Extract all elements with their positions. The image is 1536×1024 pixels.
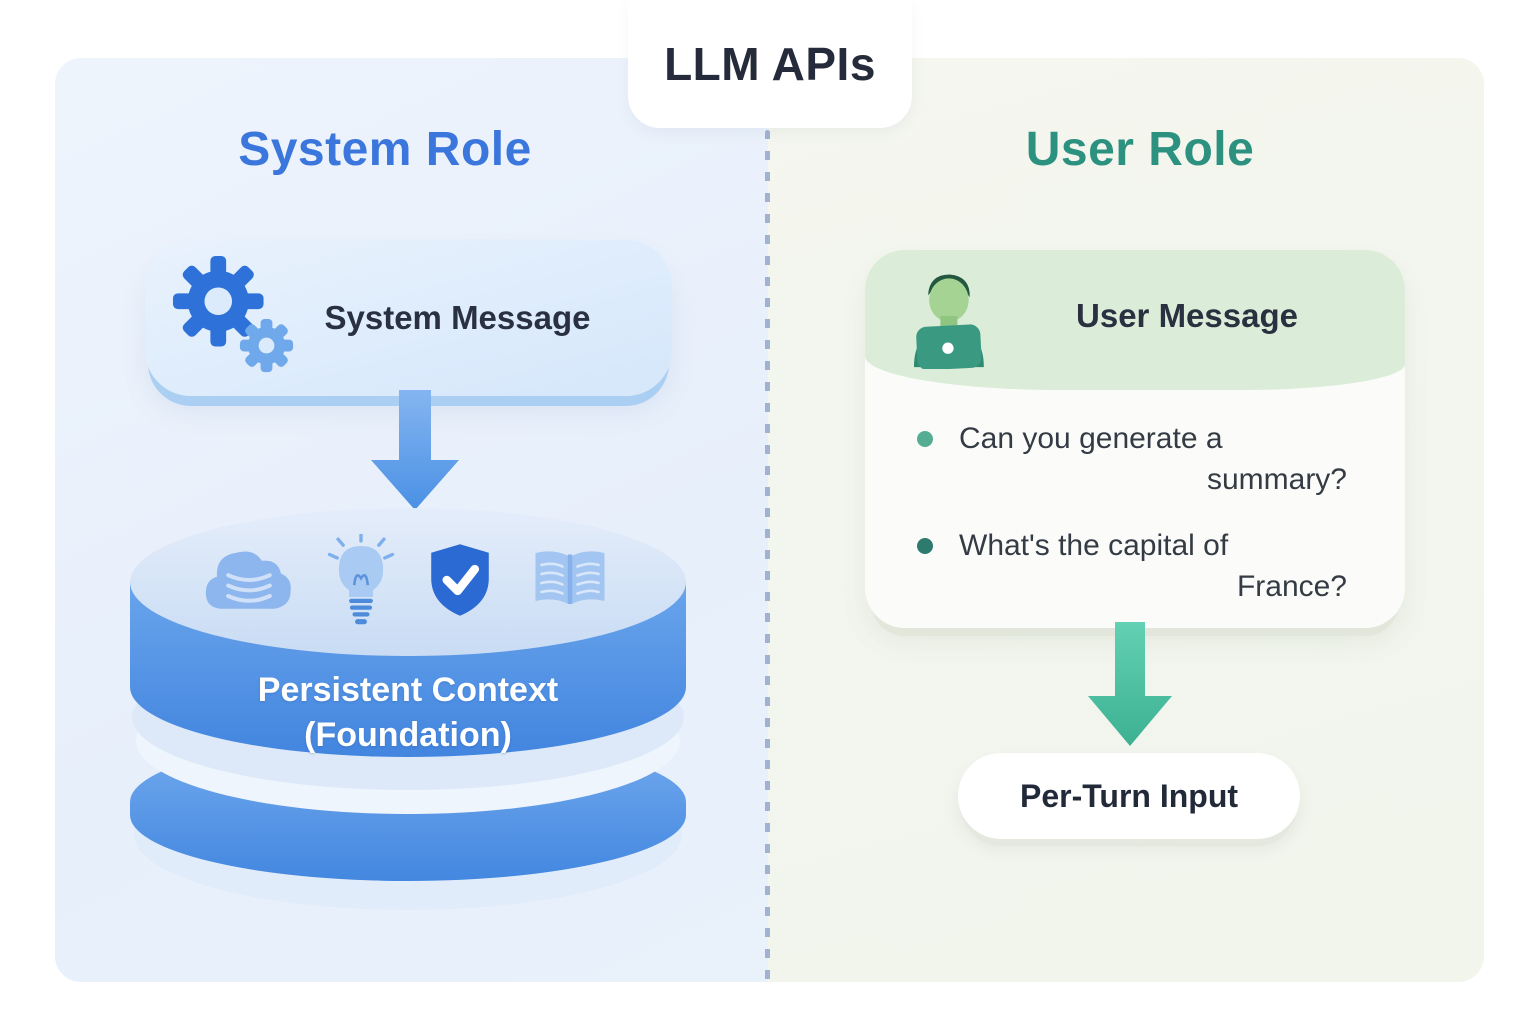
shield-check-icon (425, 540, 495, 625)
database-cloud-icon (201, 540, 297, 625)
user-message-label: User Message (1076, 297, 1298, 334)
cylinder-label-line1: Persistent Context (257, 671, 559, 709)
cylinder-icon-row (130, 530, 686, 634)
system-message-label: System Message (324, 299, 591, 336)
cylinder-label-line2: (Foundation) (304, 715, 512, 754)
bullet-dot (917, 431, 933, 447)
per-turn-input-pill: Per-Turn Input (958, 753, 1300, 839)
user-message-card: User Message Can you generate a summary?… (865, 250, 1405, 628)
diagram-title-box: LLM APIs (628, 0, 912, 128)
user-role-heading: User Role (1025, 123, 1255, 176)
bullet-dot (917, 537, 933, 554)
user-message-card-header: User Message (865, 250, 1405, 390)
bullet-text-line2: France? (1236, 570, 1347, 604)
persistent-context-cylinder: Persistent Context (Foundation) (130, 508, 686, 913)
list-item: What's the capital of France? (917, 525, 1349, 608)
diagram-title: LLM APIs (664, 38, 876, 90)
panel-divider (765, 130, 770, 982)
cylinder-label: Persistent Context (Foundation) (130, 668, 686, 758)
arrow-down-icon (1078, 622, 1182, 753)
arrow-down-icon (363, 390, 467, 517)
system-role-heading: System Role (238, 123, 532, 176)
list-item: Can you generate a summary? (917, 418, 1349, 501)
open-book-icon (525, 544, 615, 621)
bullet-text-line1: Can you generate a (959, 422, 1223, 455)
bullet-text-line2: summary? (1206, 463, 1347, 497)
person-laptop-icon (895, 267, 999, 374)
user-message-bullet-list: Can you generate a summary? What's the c… (917, 418, 1349, 632)
bullet-text-line1: What's the capital of (959, 528, 1229, 562)
per-turn-input-label: Per-Turn Input (1019, 777, 1239, 814)
lightbulb-icon (327, 532, 395, 631)
gears-icon (171, 252, 299, 385)
system-message-card: System Message (145, 240, 672, 396)
